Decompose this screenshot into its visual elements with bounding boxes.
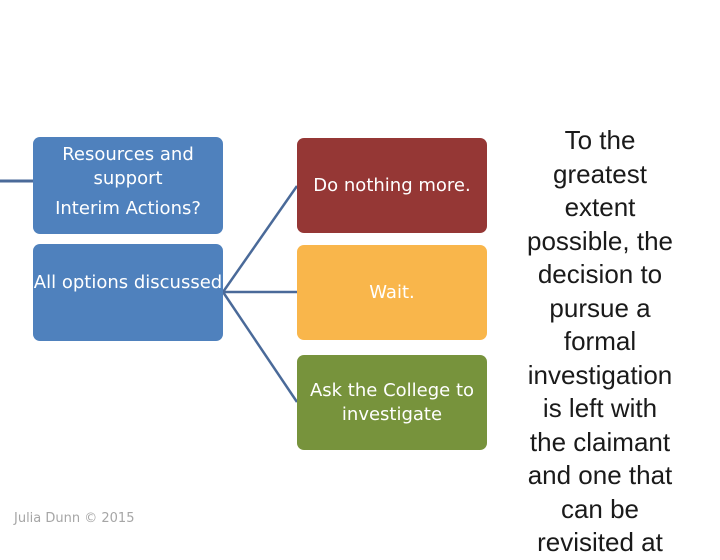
all-options-box: All options discussed xyxy=(33,244,223,341)
connector-lines xyxy=(0,179,299,403)
connector-to-do-nothing xyxy=(221,185,299,293)
connector-to-ask-college xyxy=(221,291,299,403)
wait-box: Wait. xyxy=(297,245,487,340)
do-nothing-label: Do nothing more. xyxy=(313,174,471,196)
wait-label: Wait. xyxy=(369,281,415,303)
explanation-text: To the greatest extent possible, the dec… xyxy=(527,125,673,557)
resources-support-box: Resources and support Interim Actions? xyxy=(33,137,223,234)
diagram-canvas: Resources and support Interim Actions? A… xyxy=(0,125,673,557)
do-nothing-box: Do nothing more. xyxy=(297,138,487,233)
interim-actions-label: Interim Actions? xyxy=(55,198,201,219)
resources-support-label: Resources and support xyxy=(62,144,194,189)
all-options-label: All options discussed xyxy=(33,272,223,293)
ask-college-label: Ask the College to investigate xyxy=(309,379,475,425)
ask-college-box: Ask the College to investigate xyxy=(297,355,487,450)
copyright-footer: Julia Dunn © 2015 xyxy=(14,511,135,526)
